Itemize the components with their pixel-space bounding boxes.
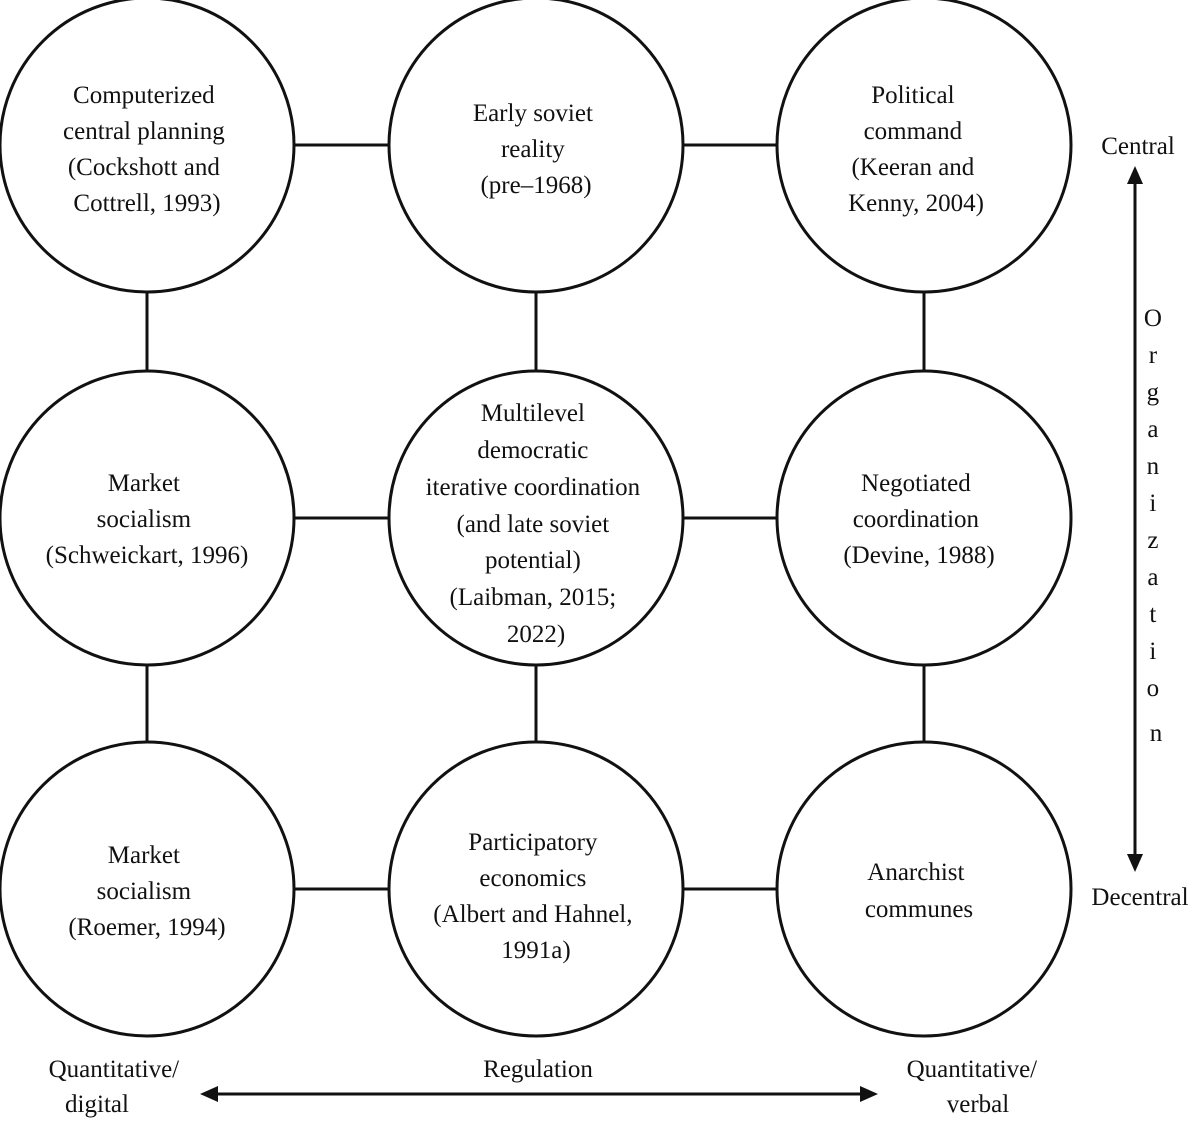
vertical-axis-bottom-label: Decentral — [1091, 884, 1188, 911]
node-label-middle-center: Multilevel democratic iterative coordina… — [426, 400, 647, 648]
vertical-axis-title: O r g a n i z a t i o n — [1144, 305, 1168, 747]
node-label-top-left: Computerized central planning (Cockshott… — [63, 82, 231, 217]
node-label-bottom-right: Anarchist communes — [865, 859, 973, 923]
horizontal-axis-left-label: Quantitative/ digital — [49, 1056, 186, 1118]
circle-middle-center — [387, 369, 685, 667]
circle-bottom-left — [0, 740, 296, 1038]
circle-bottom-center — [387, 740, 685, 1038]
node-label-middle-right: Negotiated coordination (Devine, 1988) — [843, 470, 994, 569]
node-label-bottom-left: Market socialism (Roemer, 1994) — [68, 842, 225, 941]
circle-middle-right — [775, 369, 1073, 667]
node-circles — [0, 0, 1073, 1038]
circle-top-right — [775, 0, 1073, 294]
circle-top-center — [387, 0, 685, 294]
horizontal-axis-arrowhead-right — [860, 1086, 878, 1102]
vertical-axis-top-label: Central — [1101, 133, 1175, 160]
horizontal-axis-title: Regulation — [483, 1056, 593, 1083]
horizontal-axis-arrowhead-left — [200, 1086, 218, 1102]
node-label-bottom-center: Participatory economics (Albert and Hahn… — [433, 829, 638, 964]
node-label-top-right: Political command (Keeran and Kenny, 200… — [848, 82, 984, 217]
connectors — [145, 143, 926, 891]
circle-top-left — [0, 0, 296, 294]
horizontal-axis-right-label: Quantitative/ verbal — [907, 1056, 1044, 1118]
node-label-middle-left: Market socialism (Schweickart, 1996) — [46, 470, 249, 569]
circle-middle-left — [0, 369, 296, 667]
node-label-top-center: Early soviet reality (pre–1968) — [473, 100, 599, 199]
circle-bottom-right — [775, 740, 1073, 1038]
vertical-axis-arrowhead-down — [1127, 854, 1143, 872]
vertical-axis-arrowhead-up — [1127, 166, 1143, 184]
